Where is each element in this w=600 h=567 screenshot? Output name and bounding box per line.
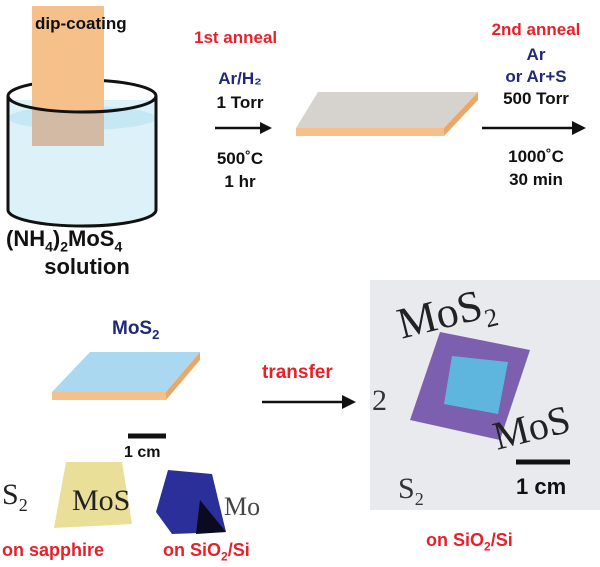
scale-label-left: 1 cm [124, 444, 161, 461]
caption-sio2-large: on SiO2/Si [426, 530, 513, 554]
solution-formula: (NH4)2MoS4 [6, 226, 122, 254]
anneal-1-temperature: 500˚C [200, 148, 280, 170]
formula-mos: MoS [68, 226, 115, 251]
photo-large-bottom-sub: 2 [414, 489, 424, 509]
caption-sio2-large-main: on SiO [426, 530, 484, 550]
mos2-transferred-film [444, 356, 508, 414]
sio2-sample-small-dark [196, 500, 226, 534]
anneal-1-gas: Ar/H₂ [218, 69, 262, 88]
beaker-front-rim [6, 95, 158, 114]
scale-label-right: 1 cm [516, 474, 567, 499]
anneal-1-temp-value: 500 [216, 149, 246, 168]
photo-sapphire-text-s2: S2 [2, 478, 28, 516]
formula-sub-4a: 4 [45, 238, 53, 255]
mos2-label-main: MoS [112, 318, 153, 339]
anneal-2-temperature: 1000˚C [476, 146, 596, 168]
formula-sub-4b: 4 [114, 238, 123, 255]
transfer-arrow-head [342, 395, 356, 409]
formula-paren-close: ) [52, 226, 61, 251]
photo-sapphire-text-mos: MoS [72, 484, 131, 517]
formula-sub-2: 2 [60, 238, 69, 255]
transfer-label: transfer [262, 362, 333, 383]
mos2-substrate-front [52, 392, 166, 400]
anneal-2-pressure: 500 Torr [503, 89, 569, 108]
film-top-grey [296, 92, 478, 128]
anneal-2-title: 2nd anneal [491, 20, 581, 39]
anneal-1-title: 1st anneal [194, 28, 278, 47]
caption-sapphire: on sapphire [2, 540, 105, 560]
anneal-2-temp-unit: ˚C [545, 147, 564, 166]
caption-sio2-small-sub: 2 [221, 549, 228, 564]
arrow-1-head [260, 122, 272, 134]
anneal-2-gas-alt: or Ar+S [505, 67, 567, 86]
mos2-substrate-side [166, 352, 200, 400]
caption-sio2-large-sub: 2 [484, 539, 491, 554]
photo-large-bottom-s: S [398, 472, 415, 505]
anneal-1-time: 1 hr [224, 172, 256, 191]
anneal-1-temp-unit: ˚C [245, 149, 264, 168]
mos2-label: MoS2 [112, 318, 159, 342]
caption-sio2-small-tail: /Si [227, 540, 250, 560]
mos2-label-sub: 2 [152, 326, 160, 342]
dip-substrate-submerged [32, 110, 104, 146]
photo-sapphire-s: S [2, 478, 19, 511]
photo-large-text-bottom: S2 [398, 472, 424, 510]
arrow-2-head [572, 121, 586, 135]
anneal-2-gas: Ar [526, 45, 546, 64]
beaker-walls [6, 96, 158, 228]
sapphire-sample [54, 462, 132, 528]
photo-sapphire-s-sub: 2 [18, 495, 28, 515]
anneal-2-time: 30 min [509, 170, 563, 189]
anneal-2-temp-value: 1000 [508, 147, 546, 166]
anneal-1-pressure: 1 Torr [216, 93, 264, 112]
caption-sio2-small: on SiO2/Si [163, 540, 250, 564]
solution-label: solution [44, 254, 130, 279]
formula-paren-open: (NH [6, 226, 46, 251]
dip-coating-label: dip-coating [35, 14, 127, 33]
substrate-side-edge [444, 92, 478, 136]
mos2-film-top [52, 352, 200, 392]
photo-sio2-text-mo: Mo [224, 492, 261, 521]
substrate-front-edge [296, 128, 444, 136]
caption-sio2-small-main: on SiO [163, 540, 221, 560]
caption-sio2-large-tail: /Si [490, 530, 513, 550]
photo-large-text-left: 2 [372, 384, 387, 417]
